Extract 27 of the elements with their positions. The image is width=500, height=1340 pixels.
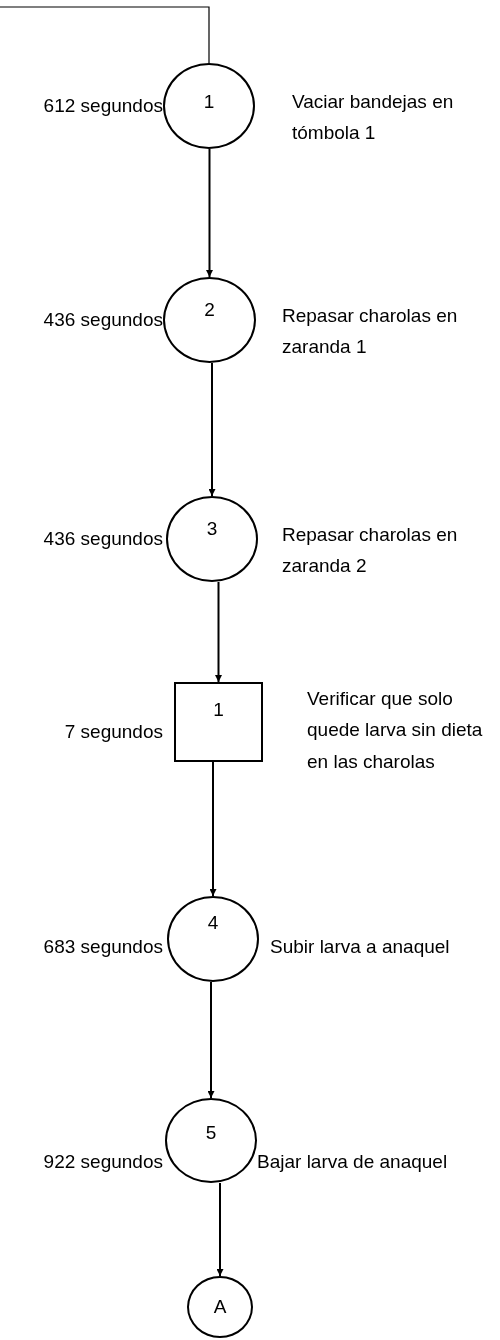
flow-arrow: [209, 761, 217, 897]
duration-label: 436 segundos: [42, 308, 163, 332]
step-description: Repasar charolas en zaranda 2: [282, 523, 459, 579]
step-description: Verificar que solo quede larva sin dieta en las charolas: [307, 687, 484, 774]
duration-label: 7 segundos: [63, 720, 163, 744]
flow-arrow: [208, 362, 216, 497]
step-number: A: [212, 1296, 228, 1318]
flow-arrow: [216, 1182, 224, 1277]
duration-label: 683 segundos: [42, 935, 163, 959]
flow-arrow: [215, 581, 222, 683]
step-number: 4: [206, 912, 220, 934]
flow-line: [0, 6, 210, 64]
duration-label: 436 segundos: [42, 527, 163, 551]
flow-arrow: [206, 148, 213, 278]
step-number: 1: [212, 699, 225, 721]
step-description: Vaciar bandejas en tómbola 1: [292, 90, 455, 146]
step-number: 5: [204, 1122, 218, 1144]
step-description: Bajar larva de anaquel: [257, 1150, 449, 1174]
step-description: Subir larva a anaquel: [270, 935, 451, 959]
step-number: 2: [203, 299, 216, 321]
duration-label: 922 segundos: [42, 1150, 163, 1174]
step-number: 3: [205, 518, 219, 540]
inspection-square: [174, 682, 263, 762]
step-number: 1: [202, 91, 216, 113]
flow-arrow: [207, 981, 215, 1099]
duration-label: 612 segundos: [42, 94, 163, 118]
step-description: Repasar charolas en zaranda 1: [282, 304, 459, 360]
